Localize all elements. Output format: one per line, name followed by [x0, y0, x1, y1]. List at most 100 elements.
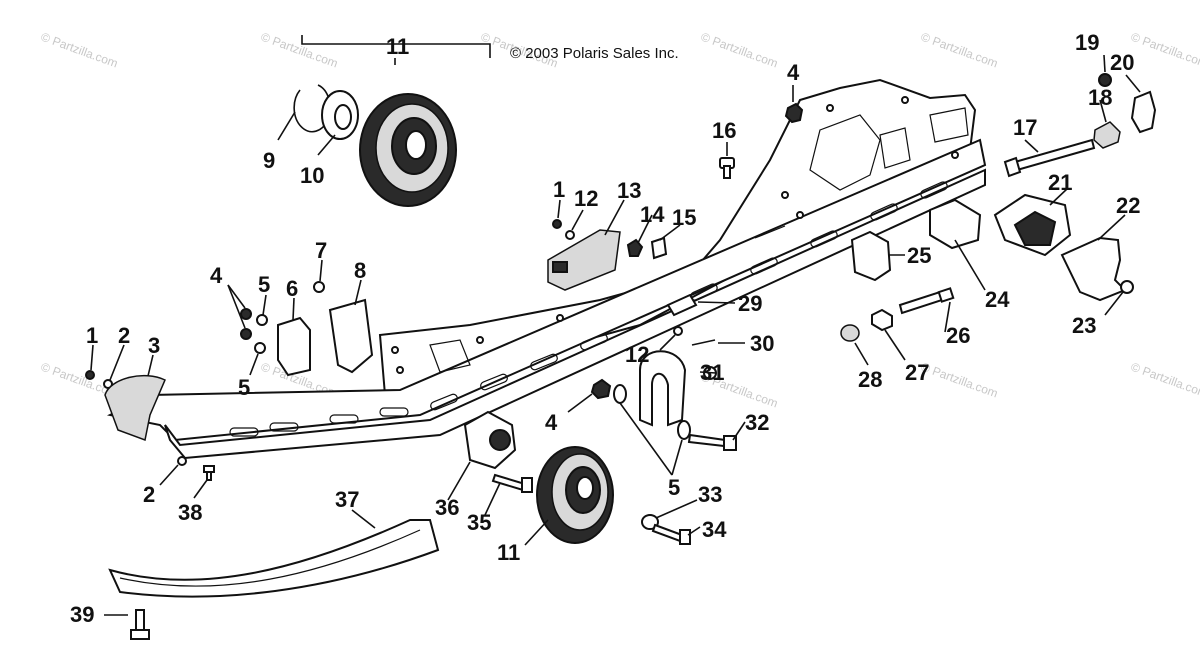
callout-label: 8 — [354, 258, 366, 283]
callout-label: 26 — [946, 323, 970, 348]
watermark-text: © Partzilla.com — [919, 30, 1000, 71]
callout-label: 18 — [1088, 85, 1112, 110]
slide-block — [850, 230, 892, 282]
copyright-notice: © 2003 Polaris Sales Inc. — [510, 45, 679, 62]
callout-label: 34 — [702, 517, 727, 542]
callout-label: 32 — [745, 410, 769, 435]
callout-label: 39 — [70, 602, 94, 627]
callout-label: 21 — [1048, 170, 1072, 195]
bolt-16 — [719, 157, 735, 179]
bushing — [1093, 121, 1121, 149]
slide-rail — [106, 78, 987, 460]
watermark-text: © Partzilla.com — [39, 30, 120, 71]
bracket-22 — [1060, 236, 1127, 302]
clamp-31 — [639, 350, 717, 427]
bushing-28 — [840, 324, 860, 342]
leader-lines — [90, 35, 1141, 616]
small-nut — [1098, 73, 1112, 87]
callout-label: 1 — [86, 323, 98, 348]
washer-2-low — [177, 456, 187, 466]
block-6 — [277, 316, 311, 377]
callout-label: 25 — [907, 243, 931, 268]
callout-label: 14 — [640, 202, 665, 227]
callout-label: 33 — [698, 482, 722, 507]
callout-label: 20 — [1110, 50, 1134, 75]
idler-wheel-lower — [536, 446, 614, 544]
callout-label: 37 — [335, 487, 359, 512]
callout-label: 19 — [1075, 30, 1099, 55]
callout-label: 23 — [1072, 313, 1096, 338]
bolt-30 — [691, 339, 716, 346]
watermark-text: © Partzilla.com — [1129, 30, 1200, 71]
nut-7 — [313, 281, 325, 293]
washer-left-b — [254, 342, 266, 354]
callout-label: 4 — [545, 410, 558, 435]
bolt-35 — [491, 473, 533, 493]
callout-label: 31 — [700, 360, 724, 385]
callout-label: 1 — [553, 177, 565, 202]
callout-labels: 11 9 10 4 16 17 18 19 20 21 22 1 12 13 1… — [70, 30, 1140, 627]
washer-2-left — [103, 379, 113, 389]
bolt-34 — [651, 523, 691, 545]
cover-13 — [547, 229, 621, 291]
clamp — [1130, 90, 1157, 134]
callout-label: 4 — [787, 60, 800, 85]
callout-label: 5 — [238, 375, 250, 400]
washer-12-top — [565, 230, 575, 240]
idler-wheel-upper — [359, 93, 457, 207]
screw-1-top — [552, 219, 562, 229]
bolt-26 — [898, 287, 955, 315]
watermark-text: © Partzilla.com — [1129, 360, 1200, 401]
callout-label: 4 — [210, 263, 223, 288]
callout-label: 15 — [672, 205, 696, 230]
callout-label: 30 — [750, 331, 774, 356]
clip-15 — [650, 236, 668, 260]
pin-29 — [666, 293, 698, 317]
nut-top — [784, 102, 804, 124]
callout-label: 11 — [497, 540, 520, 565]
wear-block — [929, 198, 982, 250]
callout-label: 17 — [1013, 115, 1037, 140]
callout-label: 5 — [668, 475, 680, 500]
plate-8 — [328, 298, 374, 374]
watermark-text: © Partzilla.com — [919, 360, 1000, 401]
callout-label: 24 — [985, 287, 1010, 312]
callout-label: 6 — [286, 276, 298, 301]
screw-38 — [203, 465, 215, 481]
bolt-39 — [130, 609, 150, 640]
callout-label: 22 — [1116, 193, 1140, 218]
callout-label: 27 — [905, 360, 929, 385]
callout-label: 38 — [178, 500, 202, 525]
callout-label: 13 — [617, 178, 641, 203]
nut-left-a — [240, 308, 252, 320]
block-36 — [463, 410, 517, 470]
washer-12-mid — [673, 326, 683, 336]
callout-label: 36 — [435, 495, 459, 520]
screw-1-left — [85, 370, 95, 380]
bolt-32 — [687, 433, 737, 451]
callout-label: 28 — [858, 367, 882, 392]
nut-23 — [1120, 280, 1134, 294]
end-cap — [104, 374, 166, 442]
spring-block — [993, 193, 1072, 257]
callout-label: 16 — [712, 118, 736, 143]
callout-label: 11 — [386, 34, 409, 59]
callout-label: 2 — [143, 482, 155, 507]
washer-5a — [613, 384, 627, 404]
callout-label: 5 — [258, 272, 270, 297]
nut-27 — [871, 308, 893, 332]
bearing-washer — [321, 90, 359, 140]
watermark-text: © Partzilla.com — [699, 30, 780, 71]
callout-label: 3 — [148, 333, 160, 358]
callout-label: 10 — [300, 163, 324, 188]
callout-label: 35 — [467, 510, 491, 535]
callout-label: 9 — [263, 148, 275, 173]
callout-label: 7 — [315, 238, 327, 263]
callout-label: 12 — [625, 342, 649, 367]
long-bolt — [1003, 138, 1096, 178]
callout-label: 2 — [118, 323, 130, 348]
nut-mid — [590, 378, 612, 400]
washer-left-a — [256, 314, 268, 326]
washer-5b — [677, 420, 691, 440]
